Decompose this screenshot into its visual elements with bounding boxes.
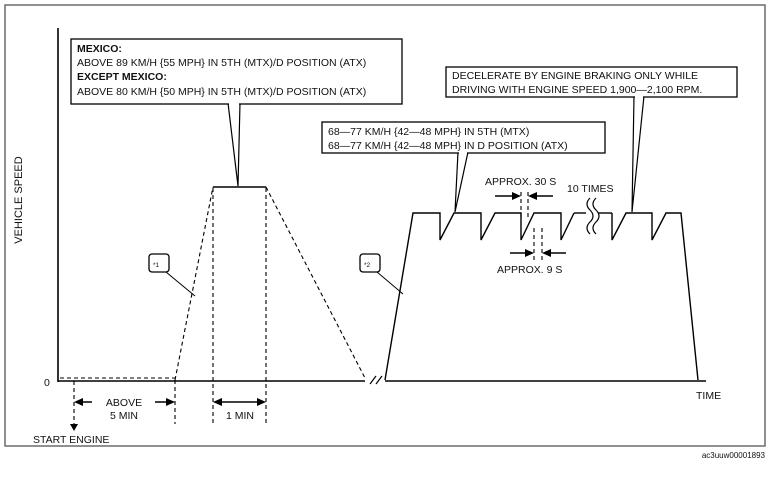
note-1-label: *1 — [153, 262, 160, 269]
callout-speed-pointer — [454, 151, 469, 213]
approx-30s-label: APPROX. 30 S — [485, 176, 556, 188]
except-mexico-heading: EXCEPT MEXICO: — [77, 71, 167, 83]
note-tag-1 — [148, 253, 170, 273]
accel-ramp-1 — [174, 186, 214, 381]
approx-9s-label: APPROX. 9 S — [497, 264, 562, 276]
y-axis-label: VEHICLE SPEED — [13, 156, 25, 243]
one-min-arrow-left-head — [213, 398, 222, 406]
callout-decelerate-pointer — [631, 95, 645, 213]
zigzag-trace-left — [384, 212, 575, 381]
note-tag-2 — [359, 253, 381, 273]
zigzag-trace-right — [611, 212, 699, 381]
one-min-arrow-right-head — [257, 398, 266, 406]
arrow-9s-left-head — [525, 249, 534, 257]
axis-break-mark — [375, 375, 383, 385]
mexico-heading: MEXICO: — [77, 43, 122, 55]
diagram-frame — [4, 4, 766, 447]
callout-decelerate — [445, 66, 738, 98]
decelerate-line-2: DRIVING WITH ENGINE SPEED 1,900—2,100 RP… — [452, 84, 702, 96]
speed-range-5th: 68—77 KM/H {42—48 MPH} IN 5TH (MTX) — [328, 126, 529, 138]
axis-break-mark — [369, 375, 377, 385]
note-2-label: *2 — [364, 262, 371, 269]
above-5min-arrow-right-head — [166, 398, 175, 406]
arrow-30s-right-head — [528, 192, 537, 200]
ten-times-label: 10 TIMES — [567, 183, 614, 195]
repeat-break-mark — [586, 197, 594, 235]
reference-code: ac3uuw00001893 — [702, 451, 766, 460]
arrow-30s-left-head — [512, 192, 521, 200]
decelerate-line-1: DECELERATE BY ENGINE BRAKING ONLY WHILE — [452, 70, 698, 82]
decel-ramp-1 — [265, 186, 366, 379]
note-tag-2-leader — [376, 271, 404, 295]
x-axis-label: TIME — [696, 390, 721, 402]
except-mexico-condition: ABOVE 80 KM/H {50 MPH} IN 5TH (MTX)/D PO… — [77, 86, 366, 98]
start-engine-label: START ENGINE — [33, 434, 109, 446]
repeat-break-mark — [592, 197, 600, 235]
mexico-condition: ABOVE 89 KM/H {55 MPH} IN 5TH (MTX)/D PO… — [77, 57, 366, 69]
speed-range-d: 68—77 KM/H {42—48 MPH} IN D POSITION (AT… — [328, 140, 568, 152]
five-min-label: 5 MIN — [110, 410, 138, 422]
callout-speed-range — [321, 121, 606, 154]
one-min-label: 1 MIN — [226, 410, 254, 422]
note-tag-1-leader — [165, 271, 196, 297]
arrow-9s-right-head — [542, 249, 551, 257]
above-5min-arrow-left-head — [74, 398, 83, 406]
callout-mexico-pointer — [227, 102, 241, 187]
callout-mexico — [70, 38, 403, 105]
origin-label: 0 — [44, 377, 50, 389]
start-engine-marker — [70, 424, 78, 431]
above-label: ABOVE — [106, 397, 142, 409]
